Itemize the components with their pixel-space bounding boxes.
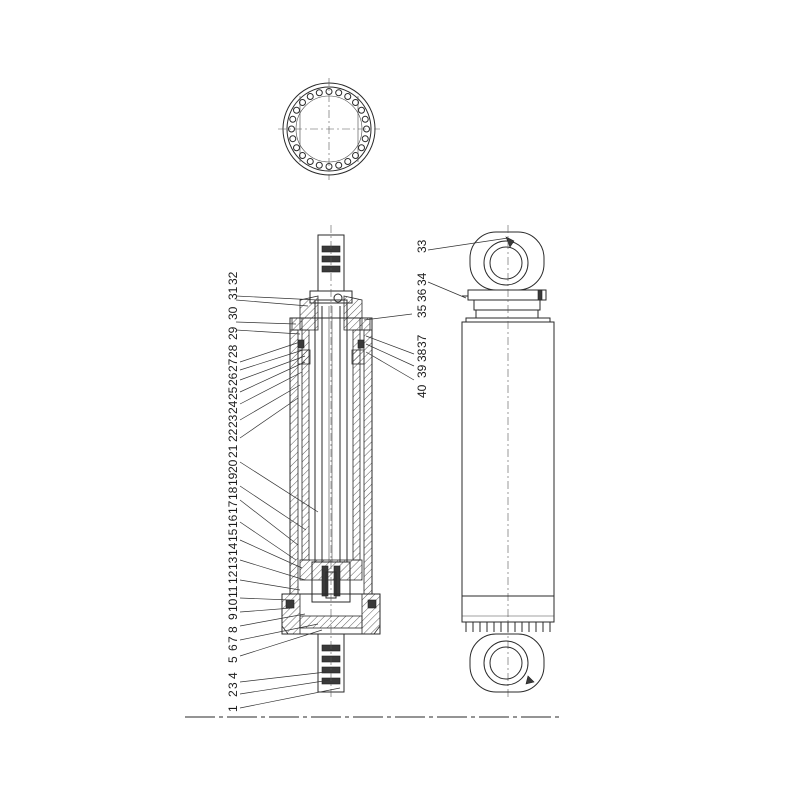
bolt-hole: [357, 106, 365, 114]
label-22: 22: [226, 428, 240, 442]
label-13: 13: [226, 556, 240, 570]
bolt-hole: [315, 89, 323, 97]
label-29: 29: [226, 326, 240, 340]
label-26: 26: [226, 372, 240, 386]
label-34: 34: [415, 272, 429, 286]
label-19: 19: [226, 472, 240, 486]
label-5: 5: [226, 656, 240, 663]
label-36: 36: [415, 288, 429, 302]
bolt-hole: [335, 161, 343, 169]
bolt-hole: [315, 161, 323, 169]
bolt-hole: [289, 115, 297, 123]
label-23: 23: [226, 414, 240, 428]
part-labels-left: 1 2 3 4 5 6 7 8 9 10 11 12 13 14 15 16 1…: [226, 271, 240, 712]
bolt-hole: [293, 144, 301, 152]
bolt-hole: [306, 157, 314, 165]
label-2: 2: [226, 690, 240, 697]
part-labels-right: 33 34 35 36 37 38 39 40: [415, 239, 429, 398]
bolt-hole: [344, 93, 352, 101]
label-12: 12: [226, 570, 240, 584]
label-27: 27: [226, 358, 240, 372]
bolt-hole: [357, 144, 365, 152]
label-30: 30: [226, 306, 240, 320]
label-38: 38: [415, 348, 429, 362]
label-3: 3: [226, 682, 240, 689]
bolt-hole: [298, 98, 306, 106]
label-24: 24: [226, 400, 240, 414]
label-37: 37: [415, 334, 429, 348]
leader-lines: [235, 237, 509, 709]
bolt-hole: [352, 152, 360, 160]
end-view-flange: [278, 78, 380, 180]
label-20: 20: [226, 459, 240, 473]
bolt-hole: [352, 98, 360, 106]
bolt-hole: [344, 157, 352, 165]
bolt-hole: [293, 106, 301, 114]
label-10: 10: [226, 598, 240, 612]
label-18: 18: [226, 486, 240, 500]
label-35: 35: [415, 304, 429, 318]
bottom-collar-ticks: [465, 622, 551, 632]
label-15: 15: [226, 528, 240, 542]
bolt-circle: [288, 88, 370, 170]
label-17: 17: [226, 500, 240, 514]
label-33: 33: [415, 239, 429, 253]
label-31: 31: [226, 286, 240, 300]
bolt-hole: [335, 89, 343, 97]
bolt-hole: [289, 135, 297, 143]
label-4: 4: [226, 672, 240, 679]
label-32: 32: [226, 271, 240, 285]
label-14: 14: [226, 542, 240, 556]
bolt-hole: [306, 93, 314, 101]
bolt-hole: [298, 152, 306, 160]
label-28: 28: [226, 344, 240, 358]
label-11: 11: [226, 585, 240, 598]
bolt-hole: [361, 135, 369, 143]
label-7: 7: [226, 636, 240, 643]
label-6: 6: [226, 644, 240, 651]
label-40: 40: [415, 384, 429, 398]
label-9: 9: [226, 613, 240, 620]
section-view: [281, 225, 381, 700]
label-1: 1: [226, 705, 240, 712]
label-39: 39: [415, 364, 429, 378]
label-8: 8: [226, 626, 240, 633]
bolt-hole: [361, 115, 369, 123]
label-25: 25: [226, 386, 240, 400]
exterior-view: [461, 225, 555, 700]
label-16: 16: [226, 514, 240, 528]
label-21: 21: [226, 444, 240, 458]
